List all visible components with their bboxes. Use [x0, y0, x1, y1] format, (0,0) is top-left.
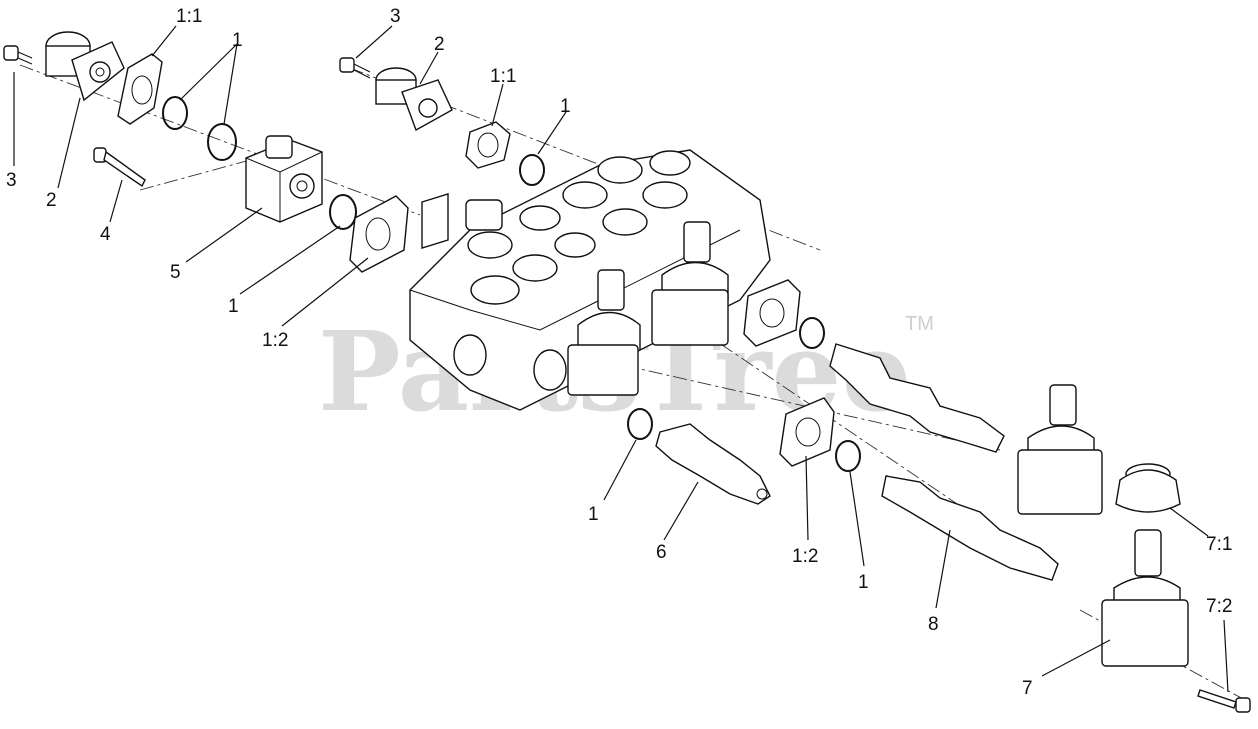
part-1-2-gasket-left [349, 195, 409, 273]
part-1-oring-c [329, 194, 357, 230]
part-1-oring-d [519, 154, 545, 186]
spool-handle-front [567, 269, 641, 396]
main-valve-manifold [409, 149, 771, 411]
callout-5: 5 [170, 262, 181, 283]
part-1-oring-e [799, 317, 825, 349]
part-2-coil-left [45, 31, 125, 102]
callout-4: 4 [100, 224, 111, 245]
part-3-screw-left [3, 45, 33, 65]
callout-2: 2 [46, 190, 57, 211]
spool-handle-rear [651, 221, 729, 346]
callout-7-1: 7:1 [1206, 534, 1232, 555]
callout-3: 3 [6, 170, 17, 191]
part-1-oring-g [835, 440, 861, 472]
part-1-1-gasket-top [465, 121, 511, 169]
callout-7-2: 7:2 [1206, 596, 1232, 617]
part-1-oring-f [627, 408, 653, 440]
part-5-valve-block [245, 135, 323, 223]
callout-1: 1 [232, 30, 243, 51]
callout-2: 2 [434, 34, 445, 55]
callout-8: 8 [928, 614, 939, 635]
manifold-ports [453, 150, 691, 391]
part-2-coil-top [375, 67, 453, 132]
handle-assembly-upper-right [1017, 384, 1103, 515]
callout-6: 6 [656, 542, 667, 563]
callout-1: 1 [858, 572, 869, 593]
callout-1-1: 1:1 [176, 6, 202, 27]
part-1-1-gasket-left [117, 53, 163, 125]
part-7-2-screw [1197, 689, 1251, 713]
part-7-handle [1101, 529, 1189, 667]
callout-1-2: 1:2 [262, 330, 288, 351]
part-4-bolt [93, 147, 146, 188]
part-1-oring-a [162, 96, 188, 130]
callout-1-1: 1:1 [490, 66, 516, 87]
callout-1: 1 [560, 96, 571, 117]
part-3-screw-top [339, 57, 371, 79]
leader-lines [13, 25, 1229, 693]
spool-upper [829, 343, 1005, 453]
callout-7: 7 [1022, 678, 1033, 699]
part-1-oring-b [207, 123, 237, 161]
callout-1: 1 [588, 504, 599, 525]
part-1-2-gasket-upper-right [743, 279, 801, 347]
part-7-1-boot [1115, 463, 1181, 513]
part-8-spool [881, 475, 1059, 581]
callout-1: 1 [228, 296, 239, 317]
callout-3: 3 [390, 6, 401, 27]
part-6-relief-valve [655, 423, 771, 505]
watermark-tm: TM [905, 313, 934, 335]
part-1-2-gasket-lower [779, 397, 835, 467]
callout-labels: 3 2 1:1 1 4 5 1 1:2 3 2 1:1 1 1 6 1:2 1 … [6, 6, 1232, 699]
callout-1-2: 1:2 [792, 546, 818, 567]
